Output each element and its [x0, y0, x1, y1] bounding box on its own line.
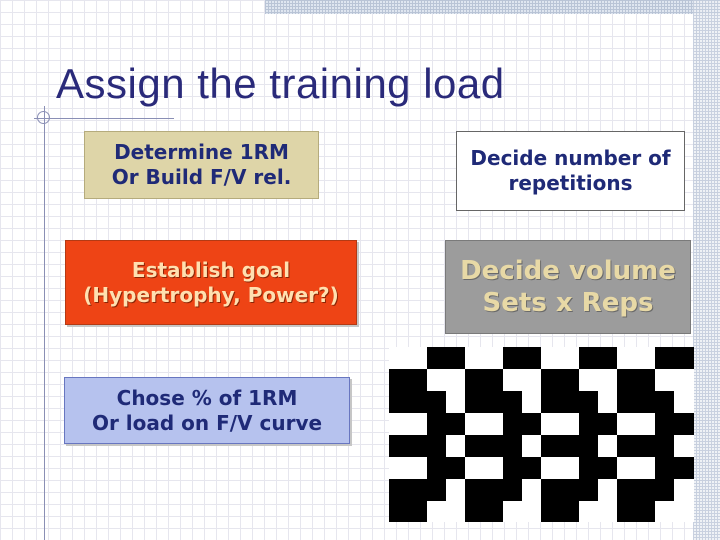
pattern-block: [503, 457, 541, 479]
pattern-block: [465, 391, 522, 413]
pattern-block: [389, 369, 427, 391]
pattern-block: [541, 501, 579, 522]
choose-load-line1: Chose % of 1RM: [117, 386, 298, 411]
pattern-block: [389, 391, 446, 413]
pattern-block: [617, 501, 655, 522]
pattern-block: [503, 347, 541, 369]
repetitions-line2: repetitions: [508, 171, 632, 196]
pattern-block: [465, 479, 522, 501]
pattern-block: [465, 369, 503, 391]
pattern-block: [655, 413, 694, 435]
determine-1rm-line2: Or Build F/V rel.: [112, 165, 292, 190]
pattern-block: [541, 479, 598, 501]
choose-load-line2: Or load on F/V curve: [92, 411, 322, 436]
choose-load-box: Chose % of 1RM Or load on F/V curve: [64, 377, 350, 444]
pattern-block: [389, 435, 446, 457]
pattern-block: [617, 369, 655, 391]
sets-reps-pattern: [389, 347, 694, 522]
pattern-block: [617, 391, 674, 413]
decide-volume-line1: Decide volume: [460, 255, 676, 288]
pattern-block: [579, 347, 617, 369]
pattern-block: [541, 435, 598, 457]
pattern-block: [655, 347, 694, 369]
slide-title: Assign the training load: [56, 60, 505, 108]
establish-goal-line1: Establish goal: [132, 258, 290, 283]
establish-goal-box: Establish goal (Hypertrophy, Power?): [65, 240, 357, 325]
pattern-block: [617, 479, 674, 501]
title-underline: [34, 118, 174, 119]
decide-volume-box: Decide volume Sets x Reps: [445, 240, 691, 334]
pattern-block: [389, 479, 446, 501]
pattern-block: [541, 369, 579, 391]
pattern-block: [427, 347, 465, 369]
pattern-block: [503, 413, 541, 435]
pattern-block: [427, 413, 465, 435]
pattern-block: [465, 435, 522, 457]
pattern-block: [655, 457, 694, 479]
pattern-block: [427, 457, 465, 479]
repetitions-line1: Decide number of: [470, 146, 670, 171]
pattern-block: [579, 457, 617, 479]
determine-1rm-box: Determine 1RM Or Build F/V rel.: [84, 131, 319, 199]
pattern-block: [617, 435, 674, 457]
title-bullet-icon: [37, 111, 50, 124]
establish-goal-line2: (Hypertrophy, Power?): [83, 283, 338, 308]
pattern-block: [541, 391, 598, 413]
decide-volume-line2: Sets x Reps: [483, 287, 654, 320]
determine-1rm-line1: Determine 1RM: [114, 140, 289, 165]
repetitions-box: Decide number of repetitions: [456, 131, 685, 211]
pattern-block: [465, 501, 503, 522]
decorative-top-band: [265, 0, 720, 14]
title-vertical-rule: [44, 106, 45, 540]
pattern-block: [579, 413, 617, 435]
decorative-side-band: [693, 0, 720, 540]
pattern-block: [389, 501, 427, 522]
